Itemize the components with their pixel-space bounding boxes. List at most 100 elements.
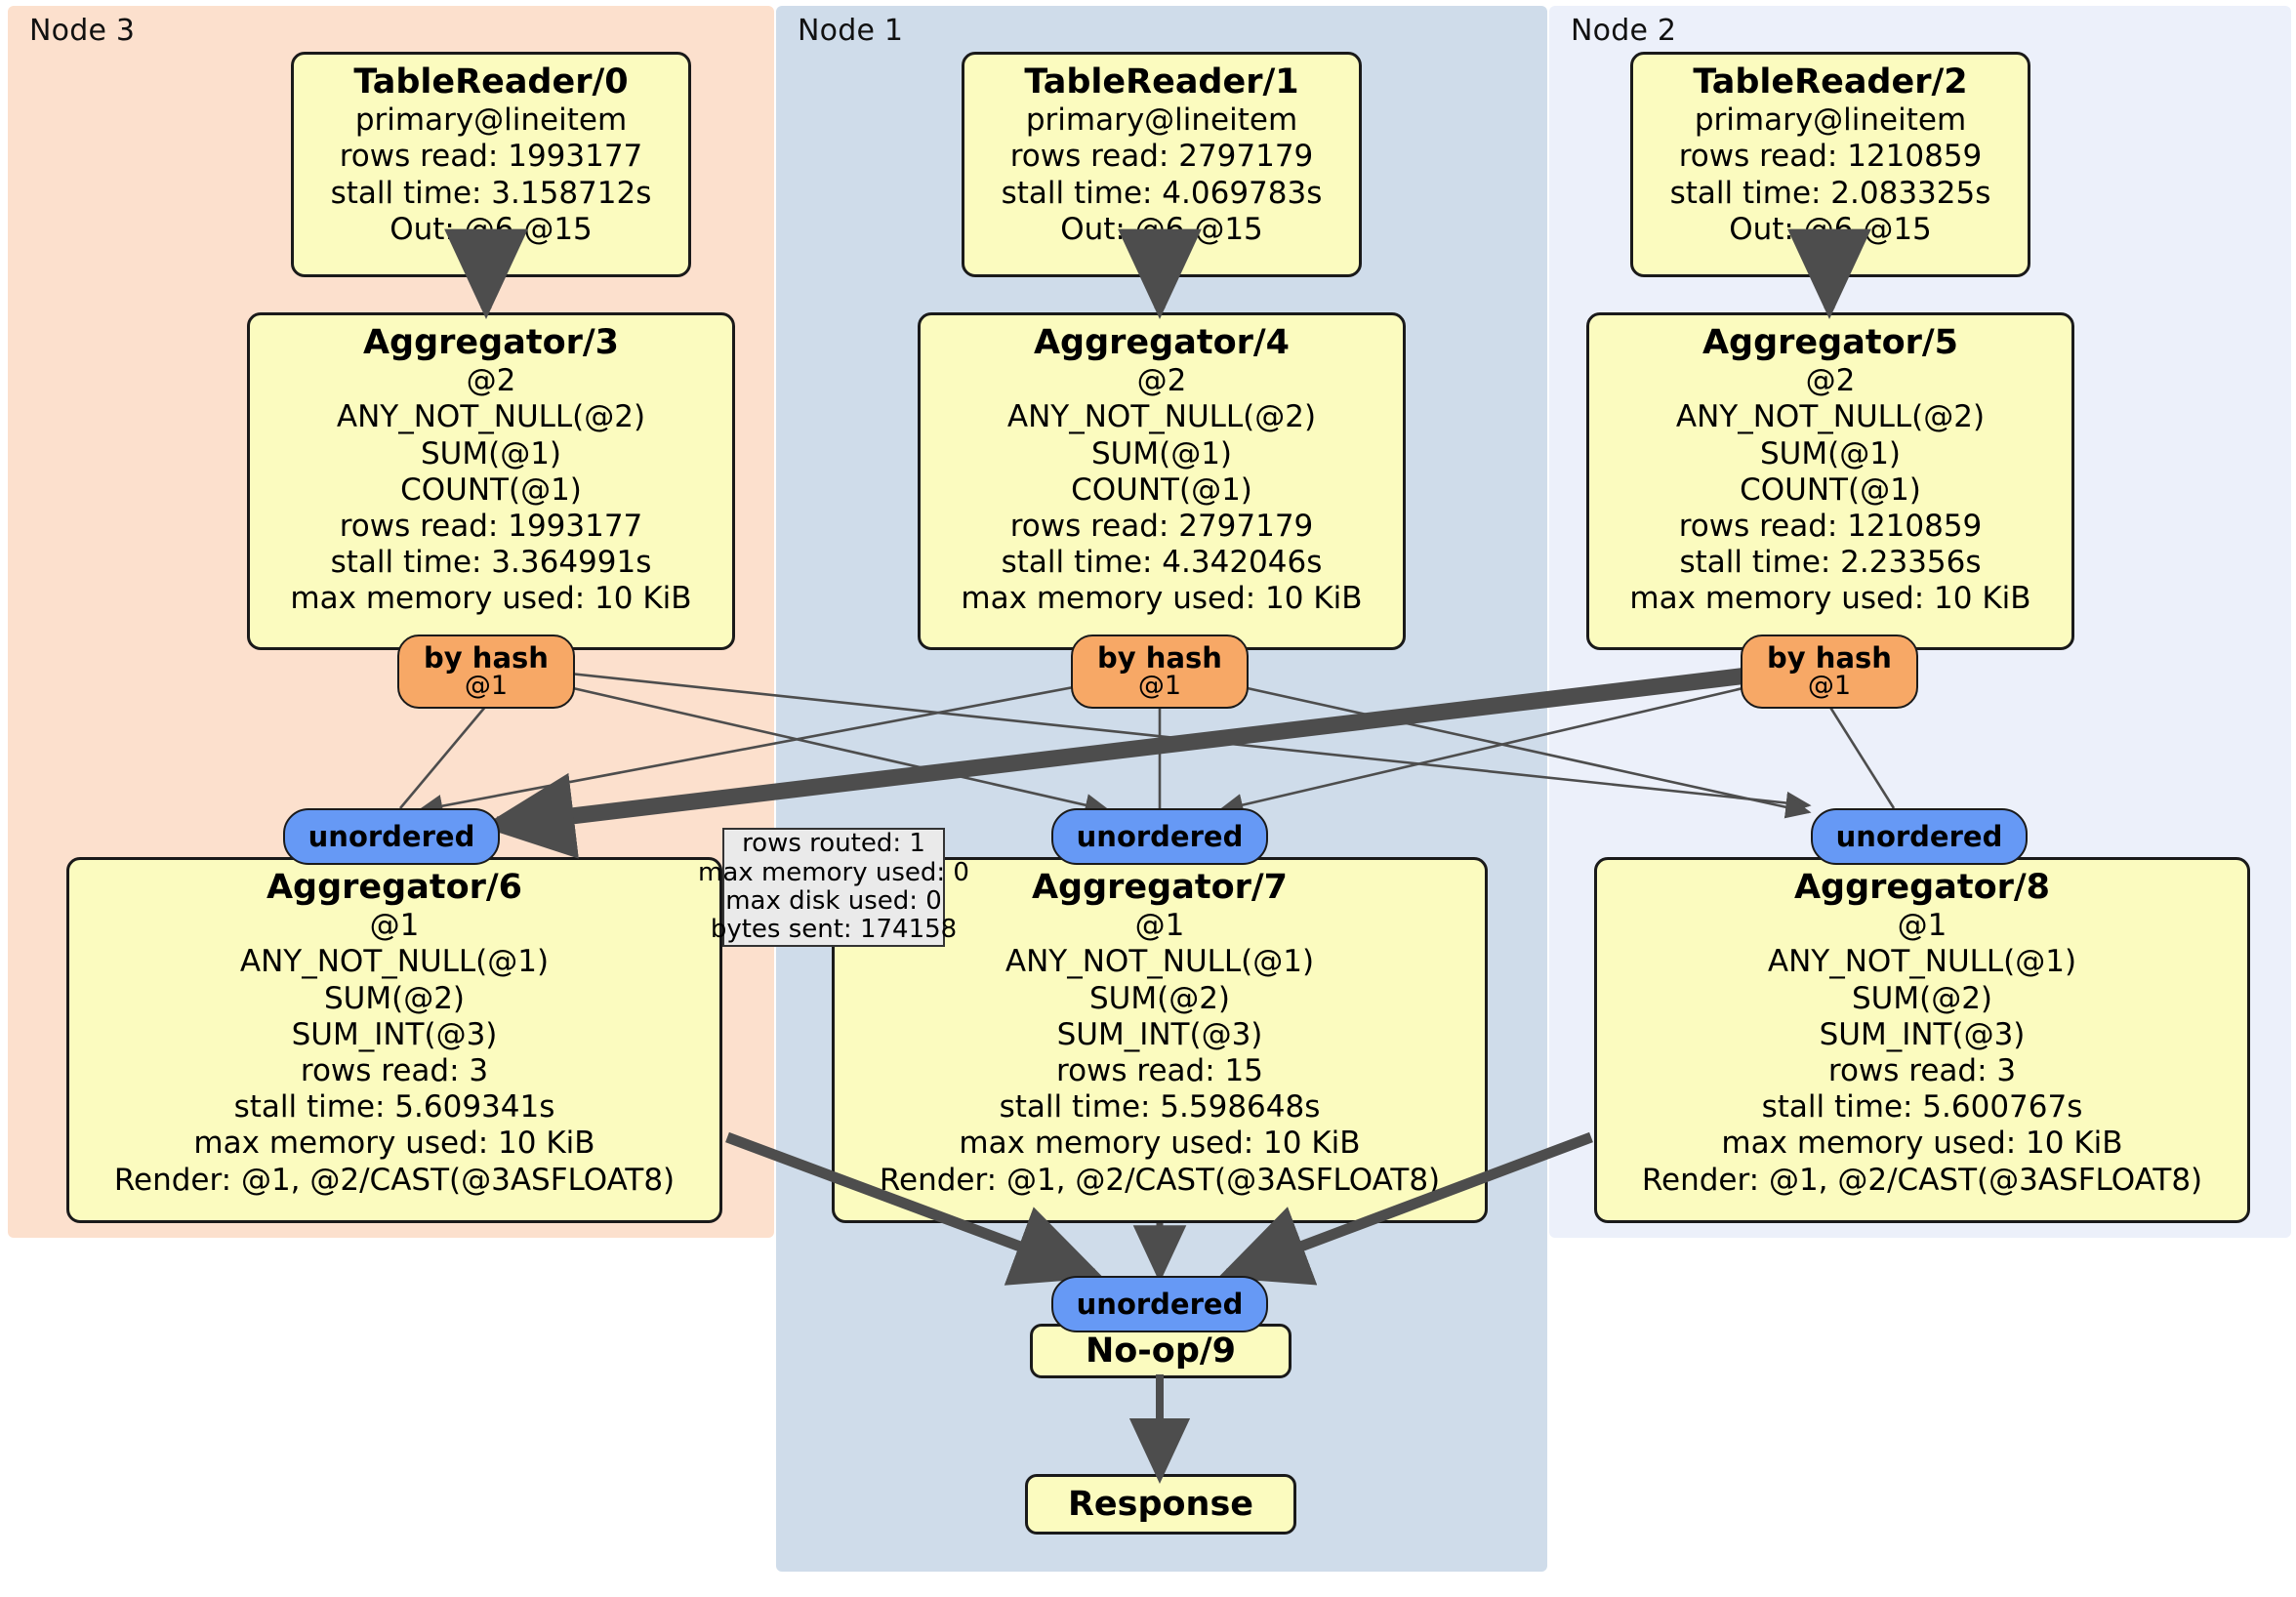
processor-title: Aggregator/7: [1031, 868, 1289, 907]
processor-detail: SUM(@1): [420, 435, 562, 471]
processor-tablereader-2[interactable]: TableReader/2 primary@lineitem rows read…: [1630, 52, 2030, 277]
processor-detail: rows read: 2797179: [1009, 509, 1314, 545]
processor-detail: SUM(@2): [1851, 980, 1993, 1016]
processor-aggregator-4[interactable]: Aggregator/4 @2 ANY_NOT_NULL(@2) SUM(@1)…: [918, 312, 1406, 650]
processor-detail: Render: @1, @2/CAST(@3ASFLOAT8): [1641, 1162, 2203, 1198]
stream-label: unordered: [1076, 1288, 1244, 1321]
processor-title: Aggregator/5: [1702, 323, 1959, 362]
node-panel-label-node-1: Node 1: [798, 14, 904, 48]
processor-aggregator-8[interactable]: Aggregator/8 @1 ANY_NOT_NULL(@1) SUM(@2)…: [1594, 857, 2250, 1223]
node-panel-label-node-3: Node 3: [29, 14, 136, 48]
processor-detail: stall time: 3.158712s: [330, 175, 652, 211]
stream-label: unordered: [1076, 820, 1244, 853]
processor-detail: stall time: 4.069783s: [1001, 175, 1323, 211]
processor-title: TableReader/0: [353, 62, 629, 102]
stream-label: unordered: [308, 820, 475, 853]
edge-stat-max-disk: max disk used: 0: [725, 886, 942, 916]
processor-detail: rows read: 2797179: [1009, 139, 1314, 175]
processor-detail: ANY_NOT_NULL(@2): [1006, 399, 1317, 435]
processor-detail: stall time: 5.598648s: [999, 1089, 1321, 1126]
processor-title: Response: [1067, 1485, 1254, 1524]
processor-detail: Out: @6,@15: [1729, 211, 1932, 247]
processor-detail: Out: @6,@15: [390, 211, 593, 247]
processor-title: Aggregator/8: [1793, 868, 2051, 907]
processor-detail: stall time: 3.364991s: [330, 545, 652, 581]
processor-title: No-op/9: [1085, 1331, 1237, 1371]
processor-detail: SUM_INT(@3): [1056, 1016, 1263, 1052]
processor-detail: rows read: 1993177: [339, 139, 643, 175]
processor-detail: SUM(@1): [1090, 435, 1233, 471]
edge-stats-tooltip: rows routed: 1 max memory used: 0 max di…: [698, 828, 969, 947]
processor-title: Aggregator/3: [362, 323, 620, 362]
stream-unordered-center[interactable]: unordered: [1051, 808, 1268, 865]
router-label: by hash: [1767, 640, 1892, 675]
router-column: @1: [1807, 671, 1852, 702]
router-by-hash-left[interactable]: by hash @1: [397, 635, 575, 709]
processor-detail: @1: [369, 908, 420, 944]
stream-unordered-final[interactable]: unordered: [1051, 1276, 1268, 1332]
processor-detail: stall time: 2.23356s: [1679, 545, 1982, 581]
processor-detail: @2: [466, 363, 516, 399]
processor-aggregator-5[interactable]: Aggregator/5 @2 ANY_NOT_NULL(@2) SUM(@1)…: [1586, 312, 2074, 650]
processor-detail: @1: [1897, 908, 1948, 944]
stream-label: unordered: [1835, 820, 2003, 853]
processor-detail: Render: @1, @2/CAST(@3ASFLOAT8): [113, 1162, 676, 1198]
processor-detail: SUM(@2): [323, 980, 466, 1016]
processor-detail: stall time: 5.609341s: [233, 1089, 555, 1126]
processor-response[interactable]: Response: [1025, 1474, 1296, 1535]
processor-tablereader-1[interactable]: TableReader/1 primary@lineitem rows read…: [962, 52, 1362, 277]
edge-stat-rows-routed: rows routed: 1: [742, 829, 925, 859]
processor-detail: primary@lineitem: [354, 102, 628, 139]
processor-detail: ANY_NOT_NULL(@1): [1004, 944, 1315, 980]
stream-unordered-left[interactable]: unordered: [283, 808, 500, 865]
processor-detail: rows read: 1210859: [1678, 139, 1983, 175]
processor-aggregator-3[interactable]: Aggregator/3 @2 ANY_NOT_NULL(@2) SUM(@1)…: [247, 312, 735, 650]
stream-unordered-right[interactable]: unordered: [1811, 808, 2028, 865]
edge-stat-max-memory: max memory used: 0: [698, 857, 969, 887]
processor-detail: SUM_INT(@3): [1819, 1016, 2026, 1052]
processor-detail: ANY_NOT_NULL(@1): [1767, 944, 2077, 980]
processor-detail: @2: [1136, 363, 1187, 399]
processor-detail: stall time: 2.083325s: [1669, 175, 1991, 211]
processor-detail: rows read: 3: [300, 1053, 489, 1089]
processor-detail: SUM_INT(@3): [291, 1016, 498, 1052]
router-column: @1: [1137, 671, 1182, 702]
processor-detail: max memory used: 10 KiB: [1721, 1126, 2123, 1162]
processor-detail: @2: [1805, 363, 1856, 399]
processor-detail: rows read: 1993177: [339, 509, 643, 545]
processor-detail: max memory used: 10 KiB: [1629, 581, 2031, 617]
processor-detail: max memory used: 10 KiB: [961, 581, 1363, 617]
processor-detail: COUNT(@1): [400, 471, 582, 508]
processor-detail: max memory used: 10 KiB: [193, 1126, 595, 1162]
processor-detail: rows read: 3: [1827, 1053, 2017, 1089]
processor-detail: SUM(@1): [1759, 435, 1902, 471]
processor-aggregator-6[interactable]: Aggregator/6 @1 ANY_NOT_NULL(@1) SUM(@2)…: [66, 857, 722, 1223]
processor-detail: primary@lineitem: [1025, 102, 1298, 139]
processor-detail: primary@lineitem: [1694, 102, 1967, 139]
processor-detail: max memory used: 10 KiB: [290, 581, 692, 617]
processor-title: TableReader/2: [1693, 62, 1968, 102]
processor-detail: COUNT(@1): [1740, 471, 1921, 508]
router-by-hash-right[interactable]: by hash @1: [1741, 635, 1918, 709]
processor-title: TableReader/1: [1024, 62, 1299, 102]
processor-detail: COUNT(@1): [1071, 471, 1252, 508]
processor-tablereader-0[interactable]: TableReader/0 primary@lineitem rows read…: [291, 52, 691, 277]
edge-stat-bytes-sent: bytes sent: 174158: [710, 915, 958, 945]
router-column: @1: [464, 671, 509, 702]
processor-title: Aggregator/4: [1033, 323, 1291, 362]
processor-detail: ANY_NOT_NULL(@1): [239, 944, 550, 980]
router-label: by hash: [424, 640, 549, 675]
node-panel-label-node-2: Node 2: [1571, 14, 1677, 48]
processor-detail: max memory used: 10 KiB: [959, 1126, 1361, 1162]
processor-detail: SUM(@2): [1088, 980, 1231, 1016]
router-label: by hash: [1097, 640, 1222, 675]
processor-title: Aggregator/6: [266, 868, 523, 907]
processor-detail: stall time: 4.342046s: [1001, 545, 1323, 581]
processor-detail: ANY_NOT_NULL(@2): [1675, 399, 1986, 435]
processor-detail: stall time: 5.600767s: [1761, 1089, 2083, 1126]
processor-detail: rows read: 1210859: [1678, 509, 1983, 545]
processor-detail: ANY_NOT_NULL(@2): [336, 399, 646, 435]
router-by-hash-center[interactable]: by hash @1: [1071, 635, 1249, 709]
processor-detail: Out: @6,@15: [1060, 211, 1263, 247]
